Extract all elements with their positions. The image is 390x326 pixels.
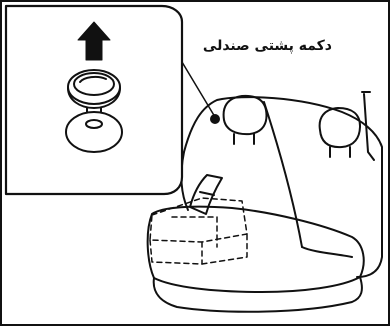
callout-label: دکمه پشتی صندلی (182, 38, 332, 54)
